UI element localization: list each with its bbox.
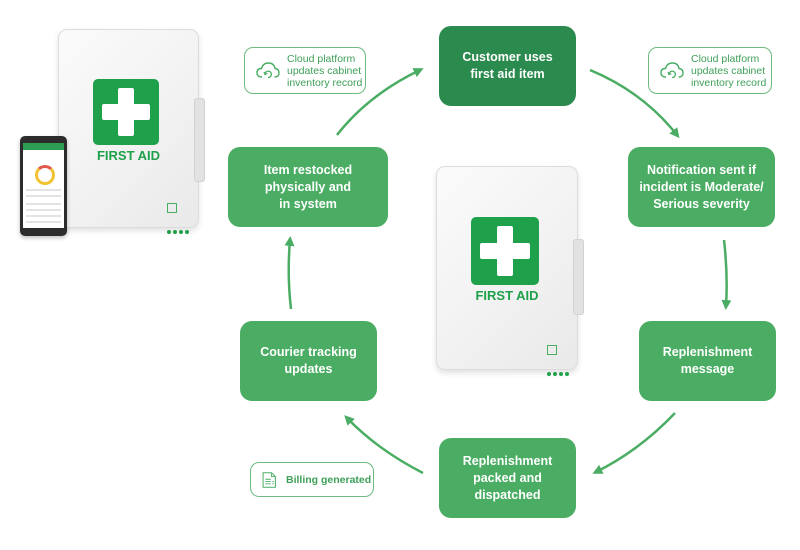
donut-chart-icon	[35, 165, 55, 185]
step-notification-sent: Notification sent if incident is Moderat…	[628, 147, 775, 227]
arrow-message-to-packed	[592, 412, 676, 474]
arrow-packed-to-courier	[344, 415, 424, 475]
cloud-sync-icon	[660, 61, 684, 78]
smartphone-app-image	[20, 136, 67, 236]
first-aid-cabinet-image-left: FIRST AID	[58, 29, 205, 234]
cabinet-label: FIRST AID	[96, 148, 161, 163]
arrow-courier-to-restocked	[284, 236, 295, 310]
cabinet-handle	[194, 98, 205, 182]
note-text: Cloud platform updates cabinet inventory…	[287, 52, 363, 89]
first-aid-cabinet-image-center: FIRST AID	[436, 166, 584, 376]
step-packed-dispatched: Replenishment packed and dispatched	[439, 438, 576, 518]
cabinet-handle	[573, 239, 584, 315]
arrow-customer-to-notification	[589, 68, 680, 139]
cloud-sync-icon	[256, 61, 280, 78]
cabinet-label: FIRST AID	[475, 288, 539, 303]
note-text: Billing generated	[286, 473, 372, 486]
note-cloud-platform-right: Cloud platform updates cabinet inventory…	[648, 47, 772, 94]
brand-logo-icon	[547, 342, 571, 381]
first-aid-cross-icon	[93, 79, 159, 145]
document-icon	[262, 471, 276, 488]
note-billing-generated: Billing generated	[250, 462, 374, 497]
arrow-restocked-to-customer	[336, 68, 424, 136]
step-courier-tracking: Courier tracking updates	[240, 321, 377, 401]
step-replenishment-message: Replenishment message	[639, 321, 776, 401]
note-cloud-platform-left: Cloud platform updates cabinet inventory…	[244, 47, 366, 94]
step-item-restocked: Item restocked physically and in system	[228, 147, 388, 227]
arrow-notification-to-message	[721, 239, 732, 310]
brand-logo-icon	[167, 200, 191, 239]
note-text: Cloud platform updates cabinet inventory…	[691, 52, 767, 89]
first-aid-cross-icon	[471, 217, 539, 285]
step-customer-uses: Customer uses first aid item	[439, 26, 576, 106]
